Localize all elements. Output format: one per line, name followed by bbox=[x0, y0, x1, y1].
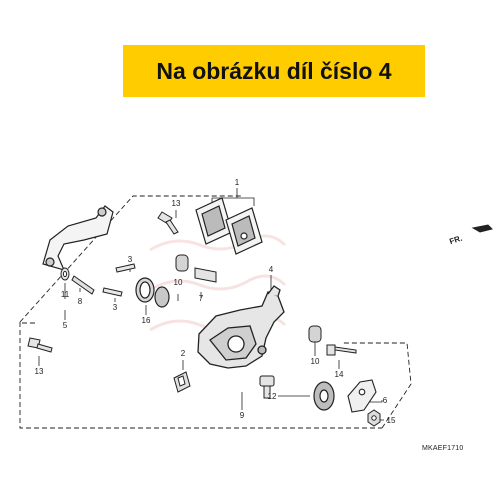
callout-13a: 13 bbox=[172, 199, 181, 208]
bracket-plate-part-5 bbox=[42, 205, 114, 271]
nut-part-15 bbox=[367, 409, 381, 427]
callout-10b: 10 bbox=[311, 357, 320, 366]
callout-3b: 3 bbox=[113, 303, 118, 312]
piston-part-16 bbox=[135, 277, 170, 308]
callout-1: 1 bbox=[235, 178, 240, 187]
callout-7: 7 bbox=[199, 294, 204, 303]
pin-part-3-upper bbox=[115, 263, 136, 273]
stay-part-6 bbox=[347, 379, 377, 413]
banner-background bbox=[123, 45, 425, 97]
callout-16: 16 bbox=[142, 316, 151, 325]
callout-labels: 1 2 3 3 4 5 6 7 8 9 10 10 11 12 13 13 14… bbox=[35, 178, 396, 425]
bolt-part-9 bbox=[259, 375, 275, 399]
direction-marker: FR. bbox=[448, 224, 493, 247]
diagram-code: MKAEF1710 bbox=[422, 445, 464, 452]
brake-pads-part-1 bbox=[195, 197, 263, 255]
callout-6: 6 bbox=[383, 396, 388, 405]
damper-part-12 bbox=[313, 381, 335, 411]
callout-12: 12 bbox=[268, 392, 277, 401]
banner-title: Na obrázku díl číslo 4 bbox=[156, 57, 392, 84]
callout-4: 4 bbox=[269, 265, 274, 274]
callout-15: 15 bbox=[387, 416, 396, 425]
caliper-body-part-4 bbox=[197, 285, 285, 369]
callout-8: 8 bbox=[78, 297, 83, 306]
assembly-outline bbox=[19, 195, 412, 429]
arrow-icon bbox=[471, 224, 493, 233]
bolt-part-13-lower bbox=[27, 337, 53, 353]
seal-part-11 bbox=[60, 267, 70, 281]
callout-2: 2 bbox=[181, 349, 186, 358]
boot-part-10-upper bbox=[175, 254, 189, 272]
direction-marker-label: FR. bbox=[448, 234, 463, 247]
boot-part-8 bbox=[71, 275, 95, 295]
bleeder-part-2 bbox=[173, 371, 191, 393]
pin-part-3-lower bbox=[102, 287, 123, 297]
boot-part-10-lower bbox=[308, 325, 322, 343]
callout-3a: 3 bbox=[128, 255, 133, 264]
callout-10a: 10 bbox=[174, 278, 183, 287]
bolt-part-13-upper bbox=[157, 211, 179, 235]
sleeve-part-7 bbox=[194, 267, 217, 283]
callout-14: 14 bbox=[335, 370, 344, 379]
callout-11: 11 bbox=[61, 290, 70, 299]
callout-9: 9 bbox=[240, 411, 245, 420]
bolt-part-14 bbox=[326, 344, 357, 356]
callout-13b: 13 bbox=[35, 367, 44, 376]
callout-5: 5 bbox=[63, 321, 68, 330]
